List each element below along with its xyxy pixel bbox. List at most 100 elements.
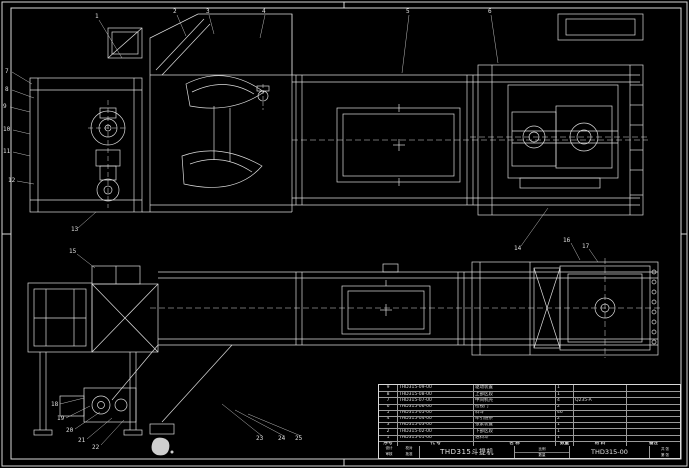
callout-label: 19 <box>57 415 65 422</box>
cell-seq: 4 <box>379 415 397 422</box>
cell-seq: 2 <box>379 428 397 434</box>
header-name: 名 称 <box>473 440 555 447</box>
cell-note <box>626 391 680 398</box>
table-row: 3 THD315-03-00 张紧装置 1 <box>379 422 680 429</box>
callout-label: 20 <box>66 427 74 434</box>
callout-label: 4 <box>262 8 266 15</box>
scale-qty-cells: 比例 数量 <box>514 446 569 458</box>
cell-seq: 7 <box>379 397 397 403</box>
table-row: 7 THD315-07-00 中间机壳 4 Q235-A <box>379 397 680 404</box>
parts-table: 9 THD315-09-00 驱动装置 1 8 THD315-08-00 上部区… <box>378 384 681 448</box>
header-code: 代 号 <box>397 440 473 447</box>
cell-material <box>573 415 626 423</box>
cell-note <box>626 397 680 404</box>
callout-label: 16 <box>563 237 571 244</box>
callout-leaders <box>9 14 599 446</box>
discharge-chute <box>33 344 233 436</box>
inspection-door <box>336 107 461 183</box>
cell-material <box>573 385 626 392</box>
cell-qty: 1 <box>555 428 573 435</box>
cell-note <box>626 434 680 441</box>
table-row: 9 THD315-09-00 驱动装置 1 <box>379 385 680 392</box>
scale-label: 比例 <box>538 446 546 451</box>
callout-label: 11 <box>3 148 11 155</box>
cell-note <box>626 422 680 429</box>
detail-box <box>557 13 644 41</box>
cell-name: 料斗 <box>473 409 555 416</box>
cell-name: 上部区段 <box>473 391 555 398</box>
callout-label: 8 <box>5 86 9 93</box>
table-row: 2 THD315-02-00 下部区段 1 <box>379 428 680 435</box>
cell-name: 张紧装置 <box>473 422 555 429</box>
cell-code: THD315-04-00 <box>397 415 473 423</box>
callout-label: 7 <box>5 68 9 75</box>
top-view-elevation <box>29 13 650 216</box>
cell-code: THD315-02-00 <box>397 428 473 435</box>
cell-name: 进料斗 <box>473 434 555 441</box>
cell-code: THD315-08-00 <box>397 391 473 398</box>
callout-label: 17 <box>582 243 590 250</box>
cell-material <box>573 403 626 410</box>
product-name: THD315斗提机 <box>419 446 514 458</box>
header-note: 备注 <box>626 440 680 447</box>
cell-qty: 1 <box>555 434 573 441</box>
cell-name: 中间机壳 <box>473 397 555 404</box>
cell-qty: 4 <box>555 397 573 404</box>
callout-label: 15 <box>69 248 77 255</box>
cell-seq: 5 <box>379 409 397 416</box>
sheet-no-label: 第 张 <box>660 452 670 457</box>
head-chute-section <box>142 13 293 213</box>
cell-material: Q235-A <box>573 397 626 404</box>
table-row: 4 THD315-04-00 牵引链条 2 <box>379 415 680 423</box>
drive-head-plan <box>471 258 659 358</box>
cell-qty: 2 <box>555 403 573 410</box>
callout-label: 18 <box>51 401 59 408</box>
callout-label: 5 <box>406 8 410 15</box>
callout-label: 12 <box>8 177 16 184</box>
middle-casing-elevation <box>292 74 648 206</box>
cell-seq: 3 <box>379 422 397 428</box>
callout-label: 2 <box>173 8 177 15</box>
cell-note <box>626 428 680 435</box>
cell-seq: 8 <box>379 391 397 397</box>
cell-material <box>573 391 626 398</box>
bottom-view-plan <box>27 258 660 436</box>
ink-dot <box>170 450 174 454</box>
cell-code: THD315-01-00 <box>397 434 473 441</box>
cell-code: THD315-07-00 <box>397 397 473 404</box>
callout-label: 22 <box>92 444 100 451</box>
header-seq: 序号 <box>379 440 397 447</box>
boot-section <box>29 27 143 213</box>
cell-code: THD315-09-00 <box>397 385 473 392</box>
callout-label: 13 <box>71 226 79 233</box>
cell-material <box>573 428 626 435</box>
cell-seq: 9 <box>386 385 390 390</box>
callout-label: 25 <box>295 435 303 442</box>
table-row: 1 THD315-01-00 进料斗 1 <box>379 434 680 441</box>
cell-code: THD315-03-00 <box>397 422 473 429</box>
title-block: 设计 校对 审核 批准 THD315斗提机 比例 数量 THD315-00 共 … <box>378 446 681 459</box>
table-row: 8 THD315-08-00 上部区段 1 <box>379 391 680 398</box>
cell-note <box>626 403 680 410</box>
cell-code: THD315-06-00 <box>397 403 473 410</box>
cell-qty: 1 <box>555 422 573 429</box>
callout-label: 1 <box>95 13 99 20</box>
quantity-label: 数量 <box>515 452 569 458</box>
callout-label: 14 <box>514 245 522 252</box>
drawing-number: THD315-00 <box>569 446 649 458</box>
cell-note <box>626 385 680 392</box>
cell-seq: 1 <box>379 434 397 441</box>
callout-label: 23 <box>256 435 264 442</box>
cell-note <box>626 415 680 423</box>
drive-head-section <box>470 64 650 216</box>
cell-qty: 46 <box>555 409 573 416</box>
cell-material <box>573 434 626 441</box>
middle-casing-plan <box>150 263 660 346</box>
parts-rows: 9 THD315-09-00 驱动装置 1 8 THD315-08-00 上部区… <box>379 385 680 441</box>
review-label: 审核 <box>385 452 393 457</box>
check-label: 校对 <box>405 446 413 451</box>
callout-label: 10 <box>3 126 11 133</box>
header-material: 材 料 <box>573 440 626 447</box>
